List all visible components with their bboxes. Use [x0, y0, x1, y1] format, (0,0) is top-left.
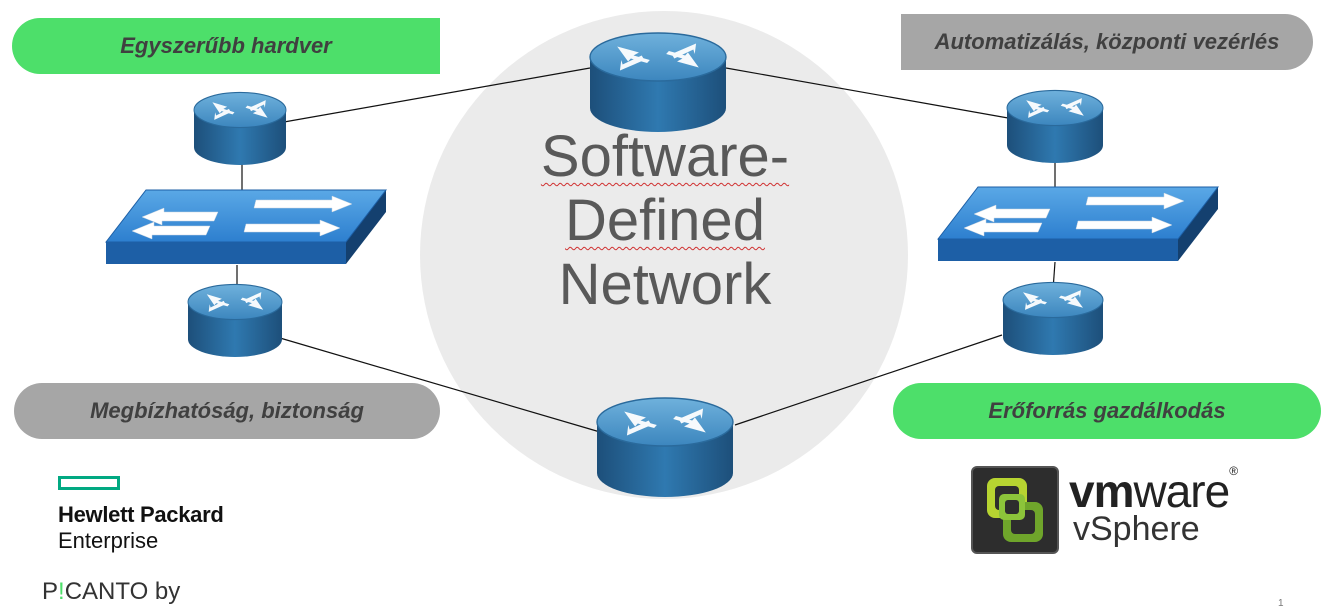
- vsphere-icon: [971, 466, 1059, 554]
- vmware-brand-bold: vm: [1069, 465, 1134, 517]
- hpe-name: Hewlett Packard: [58, 502, 224, 527]
- router-icon-lower-left: [187, 283, 283, 358]
- picanto-bang: !: [58, 578, 65, 605]
- picanto-rest: CANTO by: [64, 578, 181, 605]
- router-icon-upper-left: [193, 91, 287, 166]
- vmware-product: vSphere: [1073, 510, 1200, 548]
- router-icon-bottom: [596, 397, 734, 498]
- center-circle: [420, 11, 908, 499]
- title-line-2: Defined: [565, 188, 765, 253]
- switch-icon-right: [937, 186, 1219, 262]
- vmware-brand: vmware®: [1069, 464, 1238, 518]
- vmware-brand-rest: ware: [1133, 465, 1230, 517]
- page-number: 1: [1278, 598, 1284, 609]
- benefit-bottom-right: Erőforrás gazdálkodás: [893, 383, 1321, 439]
- picanto-p: P: [42, 578, 59, 605]
- benefit-top-left: Egyszerűbb hardver: [12, 18, 440, 74]
- benefit-bottom-left: Megbízhatóság, biztonság: [14, 383, 440, 439]
- connection-lines: [236, 67, 1056, 433]
- vmware-vsphere-logo: vmware® vSphere: [965, 462, 1265, 558]
- title-line-1: Software-: [540, 124, 790, 189]
- router-icon-lower-right: [1002, 281, 1104, 356]
- hpe-subtitle: Enterprise: [58, 528, 159, 553]
- router-icon-upper-right: [1006, 89, 1104, 164]
- picanto-logo: P!CANTO by: [42, 578, 180, 606]
- title-line-3: Network: [558, 252, 772, 317]
- hpe-logo: Hewlett Packard Enterprise: [58, 476, 224, 554]
- benefit-top-right: Automatizálás, központi vezérlés: [901, 14, 1313, 70]
- hpe-logo-icon: [58, 476, 120, 490]
- center-title: Software- Defined Network: [460, 125, 870, 317]
- router-icon-top: [589, 32, 727, 133]
- switch-icon-left: [105, 189, 387, 265]
- vmware-reg-mark: ®: [1229, 464, 1238, 478]
